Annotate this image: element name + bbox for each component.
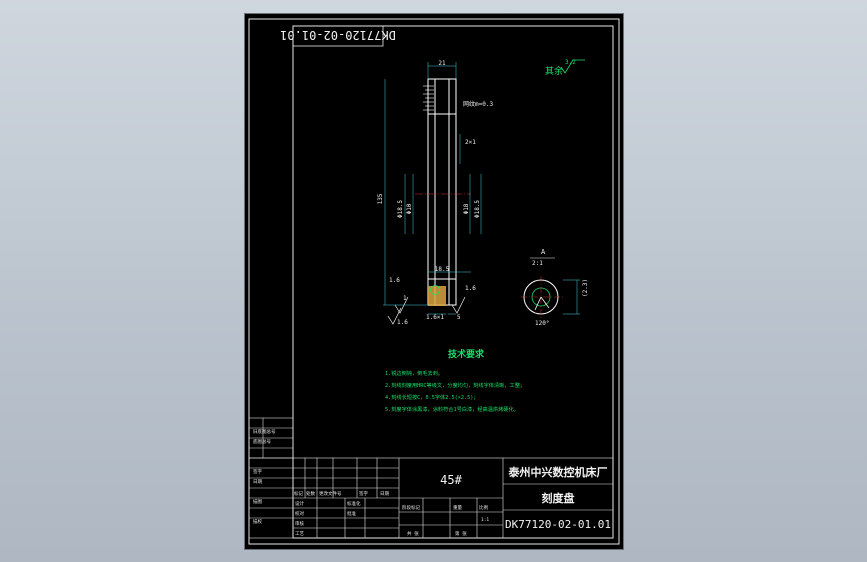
dim-length-total: 135	[377, 193, 384, 204]
tech-item-1: 1.锐边倒钝，倒毛去刺。	[385, 369, 443, 377]
dim-dia-left: Φ18.5	[397, 200, 404, 218]
company-name: 泰州中兴数控机床厂	[508, 465, 608, 479]
dim-len-lower: 18.5	[435, 266, 450, 273]
rotated-number-box	[292, 25, 384, 47]
dim-right-rough: 1.6	[465, 285, 476, 292]
tech-title: 技术要求	[448, 348, 485, 360]
rotated-drawing-number: DK77120-02-01.01	[280, 28, 396, 42]
sheet-of: 第 张	[455, 530, 467, 537]
side-label-5: 描图	[253, 498, 262, 505]
dim-dia-mid-right: Φ18	[463, 203, 470, 214]
dim-width-top: 21	[438, 60, 446, 67]
row-label-1: 设计	[295, 500, 304, 507]
tech-item-4: 5.刻度字体涂黑漆，涂料符合1号白漆，经高温烘烤硬化。	[385, 405, 519, 413]
side-label-6: 描校	[253, 518, 262, 525]
inner-frame	[292, 25, 614, 539]
bore-circle	[430, 285, 440, 295]
roughness-label: 其余	[545, 65, 563, 77]
tech-requirements: 技术要求 1.锐边倒钝，倒毛去刺。 2.刻线刻度用HRC等级文，分度均匀，刻线字…	[385, 348, 525, 413]
tech-item-3: 4.刻线长短按C，0.5字体2.5(×2.5)；	[385, 393, 479, 401]
dimension-lines	[383, 62, 482, 315]
side-label-3: 签字	[253, 468, 262, 475]
rev-header-1: 标记	[294, 490, 303, 497]
side-label-2: 底图总号	[253, 438, 271, 445]
sheet-label: 共 张	[407, 530, 419, 537]
rev-header-5: 日期	[380, 491, 389, 497]
section-angle: 120°	[535, 320, 549, 327]
section-label: A	[541, 248, 546, 256]
row-label-4: 工艺	[295, 531, 304, 537]
outer-frame	[248, 18, 620, 545]
dim-small-1: 1	[403, 295, 407, 302]
rev-header-2: 处数	[306, 490, 315, 497]
row-label-3: 审核	[295, 520, 304, 527]
dim-knurl: 网纹m=0.3	[463, 100, 493, 108]
drawing-sheet: 旧底图总号 底图总号 签字 日期 描图 描校 DK77120-02-01.01 …	[244, 13, 624, 550]
stage-label: 阶段标记	[402, 504, 420, 511]
weight-label: 重量	[453, 504, 462, 511]
side-table	[248, 417, 294, 539]
drawing-number: DK77120-02-01.01	[505, 518, 611, 531]
hatched-section	[428, 286, 446, 306]
ratio-value: 1:1	[481, 517, 489, 523]
ratio-label: 比例	[479, 504, 488, 511]
row-label-6: 批准	[347, 510, 356, 517]
rev-header-4: 签字	[359, 490, 368, 497]
dim-bottom-left: 1.6	[397, 319, 408, 326]
side-label-1: 旧底图总号	[253, 428, 276, 435]
dim-slot: 5	[457, 314, 461, 321]
dim-dia-right: Φ18.5	[474, 200, 481, 218]
roughness-value: 3.2	[565, 59, 576, 66]
part-name: 刻度盘	[542, 491, 575, 505]
section-dim-right: (2.3)	[582, 279, 589, 297]
dim-dia-mid-left: Φ10	[406, 203, 413, 214]
dim-left-rough: 1.6	[389, 277, 400, 284]
material: 45#	[440, 473, 462, 487]
section-view-a: A 2:1 (2.3) 120°	[521, 248, 589, 327]
dim-thread: 1.6×1	[426, 314, 444, 321]
rev-header-3: 更改文件号	[319, 490, 342, 497]
row-label-2: 校对	[295, 510, 304, 517]
part-main-view: 21 网纹m=0.3 2×1 18.5 1 1.6×1 5 1.6 1.6 1.…	[377, 60, 493, 326]
drawing-canvas: 旧底图总号 底图总号 签字 日期 描图 描校 DK77120-02-01.01 …	[248, 18, 620, 545]
dim-chamfer: 2×1	[465, 139, 476, 146]
side-label-4: 日期	[253, 479, 262, 485]
roughness-corner: 其余 3.2	[545, 59, 585, 77]
row-label-5: 标准化	[347, 500, 361, 507]
knurl-ticks	[423, 85, 434, 111]
title-block	[292, 457, 614, 539]
section-scale: 2:1	[532, 260, 543, 267]
tech-item-2: 2.刻线刻度用HRC等级文，分度均匀，刻线字体清晰，工整；	[385, 381, 525, 389]
